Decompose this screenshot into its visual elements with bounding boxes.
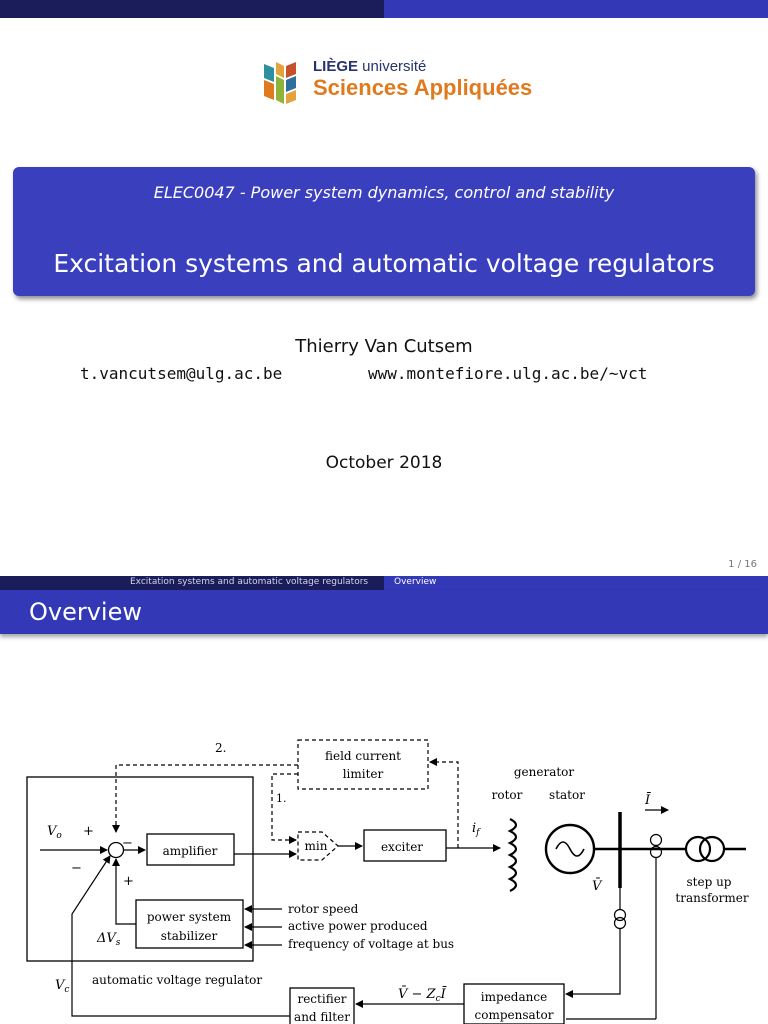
- if-feedback-path: [429, 758, 459, 848]
- v-bar-label: V̄: [592, 878, 603, 894]
- impedance-label-2: compensator: [475, 1008, 554, 1022]
- nav-presentation-title[interactable]: Excitation systems and automatic voltage…: [130, 577, 369, 587]
- vc-feedback-path: [71, 855, 290, 1017]
- input-active-power: active power produced: [288, 919, 428, 933]
- i-bar-label: Ī: [644, 792, 651, 808]
- amplifier-label: amplifier: [163, 844, 218, 858]
- input-rotor-speed: rotor speed: [288, 902, 359, 916]
- exciter-label: exciter: [381, 840, 423, 854]
- limiter-path-1: [271, 773, 298, 844]
- input-frequency: frequency of voltage at bus: [288, 937, 454, 951]
- title-box: ELEC0047 - Power system dynamics, contro…: [13, 167, 755, 296]
- limiter-path-2: [112, 764, 298, 833]
- rectifier-label-2: and filter: [294, 1010, 350, 1024]
- if-label: if: [472, 821, 481, 838]
- exciter-block: [363, 829, 447, 862]
- summing-junction: [107, 841, 125, 859]
- svg-text:+: +: [83, 824, 94, 839]
- frame-title-bar: Overview: [0, 590, 768, 634]
- frame-title: Overview: [29, 598, 142, 626]
- header-bar: [0, 0, 768, 18]
- navigation-bar: Excitation systems and automatic voltage…: [0, 576, 768, 590]
- author-website[interactable]: www.montefiore.ulg.ac.be/~vct: [368, 364, 648, 383]
- generator-label: generator: [514, 765, 575, 779]
- avr-label: automatic voltage regulator: [92, 973, 262, 987]
- limiter-label-1: field current: [325, 749, 401, 763]
- field-current-limiter-box: [297, 739, 429, 790]
- pss-label-1: power system: [147, 910, 232, 924]
- overview-slide: Excitation systems and automatic voltage…: [0, 576, 768, 1024]
- university-logo: LIÈGE université Sciences Appliquées: [262, 58, 532, 108]
- current-sensor-icon: [649, 833, 663, 847]
- logo-line-1: LIÈGE université: [313, 58, 427, 75]
- svg-text:−: −: [71, 861, 82, 876]
- pss-label-2: stabilizer: [161, 929, 218, 943]
- nav-section[interactable]: Overview: [384, 576, 768, 590]
- impedance-label-1: impedance: [481, 990, 547, 1004]
- rectifier-filter-block: [289, 987, 355, 1024]
- author-email[interactable]: t.vancutsem@ulg.ac.be: [80, 364, 283, 383]
- title-slide: LIÈGE université Sciences Appliquées ELE…: [0, 0, 768, 570]
- compensation-expression: V̄ − ZcĪ: [398, 986, 447, 1004]
- logo-mark-icon: [264, 62, 296, 104]
- author-name: Thierry Van Cutsem: [295, 336, 473, 357]
- min-label: min: [305, 839, 328, 853]
- logo-line-2: Sciences Appliquées: [313, 75, 533, 100]
- rotor-coil-icon: [507, 818, 518, 892]
- label-2: 2.: [215, 741, 226, 755]
- course-subtitle: ELEC0047 - Power system dynamics, contro…: [153, 183, 615, 202]
- stator-label: stator: [549, 788, 585, 802]
- rotor-label: rotor: [492, 788, 523, 802]
- page-number: 1 / 16: [728, 559, 757, 570]
- vc-label: Vc: [55, 978, 69, 995]
- step-up-label-1: step up: [687, 875, 732, 889]
- amplifier-block: [146, 833, 235, 866]
- v0-label: Vo: [47, 824, 62, 841]
- voltage-sensor-icon: [613, 908, 627, 922]
- avr-box: [26, 776, 254, 962]
- presentation-date: October 2018: [325, 453, 443, 473]
- svg-text:−: −: [122, 836, 133, 851]
- dvs-label: ΔVs: [96, 931, 121, 948]
- presentation-title: Excitation systems and automatic voltage…: [53, 249, 715, 278]
- transformer-icon: [684, 835, 712, 863]
- rectifier-label-1: rectifier: [297, 992, 346, 1006]
- excitation-system-diagram: field current limiter 2. 1. Vo + − − + a…: [26, 739, 749, 1024]
- svg-text:+: +: [123, 874, 134, 889]
- step-up-label-2: transformer: [675, 891, 748, 905]
- limiter-label-2: limiter: [343, 767, 384, 781]
- label-1: 1.: [276, 792, 287, 805]
